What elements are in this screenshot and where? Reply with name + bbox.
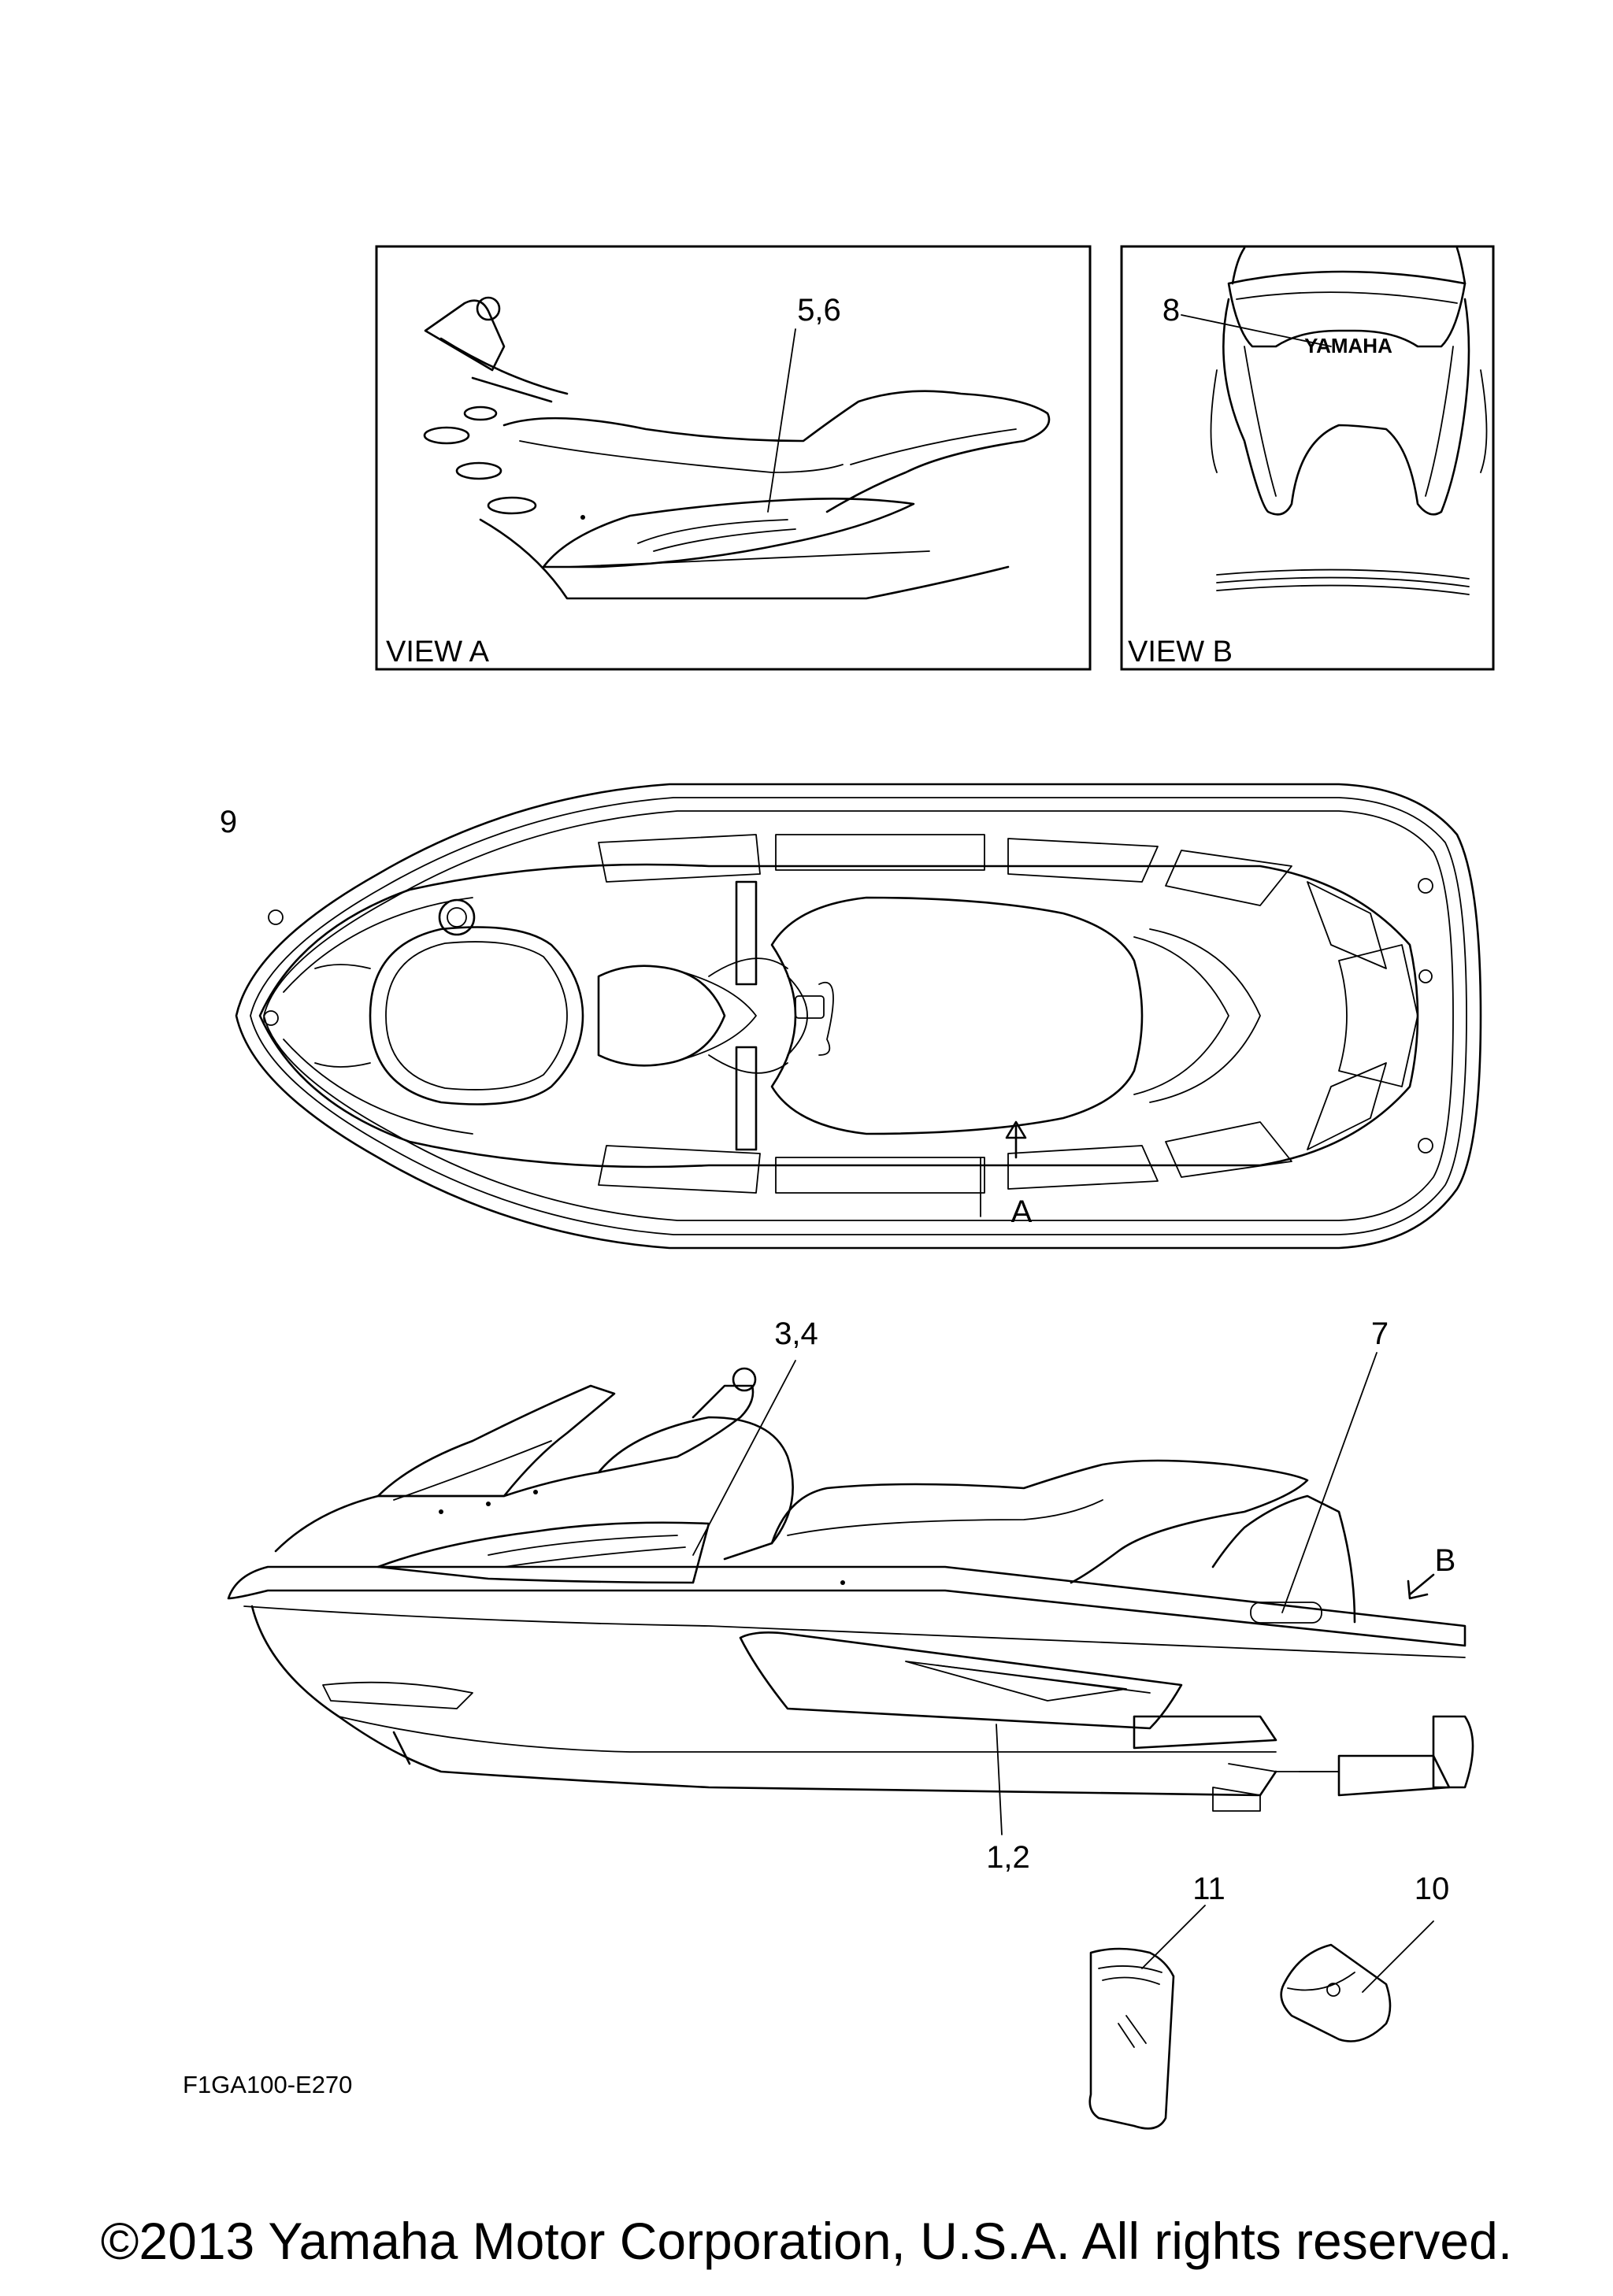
copyright-notice: ©2013 Yamaha Motor Corporation, U.S.A. A… (100, 2212, 1513, 2270)
view-b-panel: YAMAHA (1120, 245, 1495, 671)
part-11-pouch (1088, 1947, 1175, 2130)
callout-9: 9 (220, 805, 237, 839)
view-a-label: VIEW A (386, 635, 490, 668)
callout-10: 10 (1415, 1872, 1450, 1906)
callout-11: 11 (1192, 1872, 1226, 1906)
callout-1-2: 1,2 (986, 1840, 1030, 1875)
yamaha-decal-text: YAMAHA (1304, 334, 1392, 357)
loose-parts (1088, 1905, 1434, 2130)
view-a-frame (375, 245, 1092, 671)
callout-7: 7 (1371, 1316, 1389, 1351)
callout-arrow-a: A (1011, 1194, 1033, 1229)
callout-3-4: 3,4 (774, 1316, 818, 1351)
callout-b: B (1435, 1543, 1456, 1578)
callout-8: 8 (1162, 293, 1180, 328)
view-b-label: VIEW B (1128, 635, 1233, 668)
view-a-panel (375, 245, 1092, 671)
top-view (235, 783, 1482, 1250)
decal-panel-side (376, 1521, 710, 1584)
view-b-frame (1120, 245, 1495, 671)
diagram-code: F1GA100-E270 (183, 2071, 352, 2098)
part-10-tab (1280, 1943, 1392, 2042)
decal-panel-view-a (542, 498, 915, 568)
side-view (227, 1352, 1474, 1835)
callout-5-6: 5,6 (797, 293, 841, 328)
